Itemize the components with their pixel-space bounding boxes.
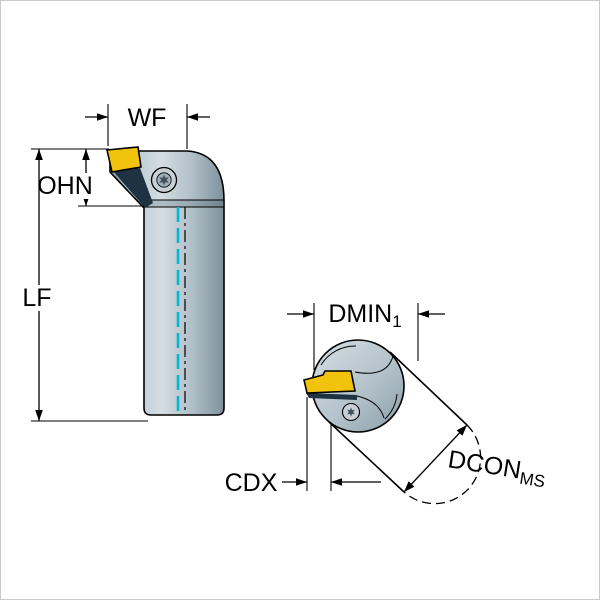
dcon-label-main: DCON (446, 445, 523, 484)
head-face-line (354, 355, 394, 374)
ohn-arrow-top (82, 149, 90, 160)
dimension-lf: LF (18, 149, 148, 422)
dmin-label-main: DMIN (328, 300, 392, 328)
dcon-arrow-lower (404, 481, 415, 492)
shank-line-upper (389, 351, 468, 426)
cdx-arrow-left (296, 478, 307, 486)
head-face-line-2 (356, 395, 385, 419)
head-contour-lower (384, 393, 398, 420)
dimension-dmin1: DMIN1 (287, 300, 445, 370)
dimension-ohn: OHN (31, 148, 144, 207)
ohn-label: OHN (37, 172, 93, 200)
cdx-arrow-right (331, 478, 342, 486)
lf-label: LF (22, 284, 51, 312)
dcon-label-sub: MS (518, 469, 546, 492)
dcon-dim-line (403, 424, 468, 493)
shank-end-arc (403, 424, 482, 505)
dmin-arrow-left (303, 310, 314, 318)
cutting-insert (106, 146, 142, 173)
dmin-label: DMIN1 (328, 300, 401, 331)
ohn-label-bg (36, 173, 94, 199)
neck-band (144, 200, 224, 207)
dimension-dconms: DCONMS (403, 424, 549, 493)
dmin-arrow-right (418, 310, 429, 318)
dimension-wf: WF (85, 104, 210, 149)
torx-star-icon (159, 174, 169, 186)
shank-line-lower (327, 420, 405, 493)
dcon-label: DCONMS (446, 445, 549, 491)
dimension-cdx: CDX (225, 397, 381, 497)
end-cutting-insert (303, 370, 356, 394)
wf-label: WF (128, 104, 167, 132)
lf-arrow-top (35, 149, 43, 160)
lf-arrow-bottom (35, 410, 43, 421)
end-torx-star-icon (347, 407, 355, 417)
wf-arrow-right (187, 113, 198, 121)
end-insert-pocket (306, 393, 357, 400)
wf-arrow-left (97, 113, 108, 121)
side-view (106, 146, 225, 416)
dmin-label-sub: 1 (392, 312, 401, 331)
end-view (303, 339, 482, 505)
tool-body (109, 150, 225, 416)
head-contour-upper (320, 345, 357, 366)
cdx-label: CDX (225, 469, 278, 497)
insert-pocket (113, 168, 153, 208)
dcon-arrow-upper (456, 425, 467, 436)
lf-label-bg (18, 285, 56, 311)
